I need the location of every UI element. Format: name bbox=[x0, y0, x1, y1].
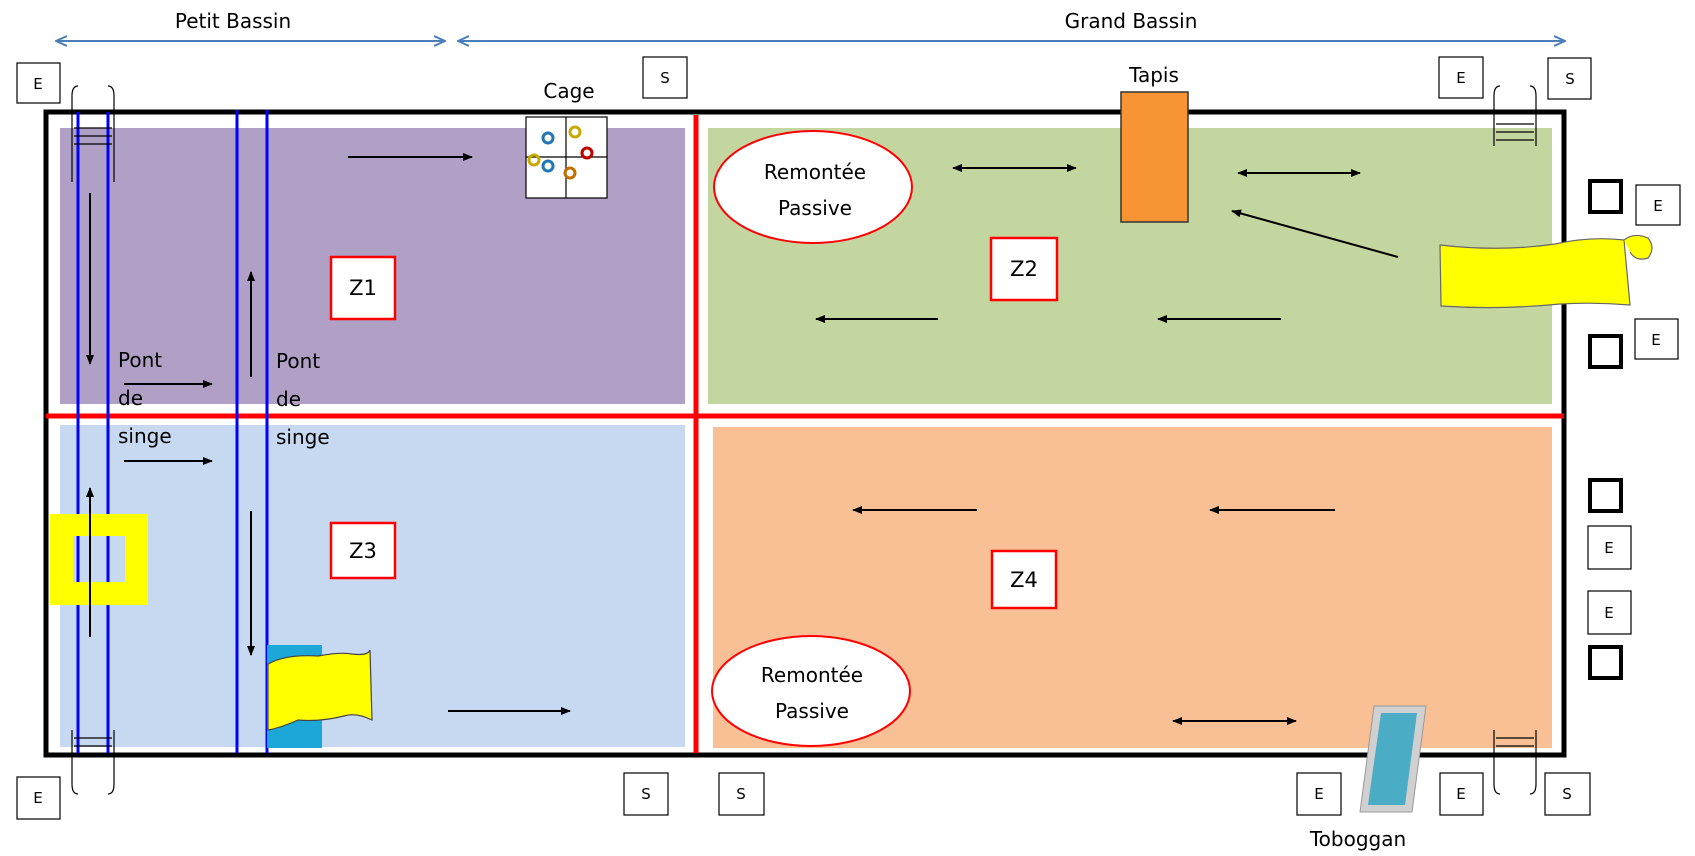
zone-z3-box bbox=[329, 521, 397, 580]
small-pool-label: Petit Bassin bbox=[175, 9, 291, 33]
tapis-label: Tapis bbox=[1128, 63, 1179, 87]
large-pool-label: Grand Bassin bbox=[1065, 9, 1198, 33]
toboggan-slide-surface bbox=[1368, 713, 1417, 805]
ladder-icon bbox=[1493, 85, 1537, 146]
zone-z3-label: Z3 bbox=[349, 539, 377, 563]
passive-ascent-line1: Remontée bbox=[764, 160, 866, 184]
monkey-bridge-word: de bbox=[276, 387, 301, 411]
monkey-bridge-word: Pont bbox=[118, 348, 162, 372]
yellow-banner-roll bbox=[1623, 234, 1653, 260]
zone-z1-label: Z1 bbox=[349, 276, 377, 300]
cage-icon bbox=[525, 116, 608, 199]
zone-z4-label: Z4 bbox=[1010, 568, 1038, 592]
svg-text:S: S bbox=[1562, 785, 1572, 803]
passive-ascent-line1: Remontée bbox=[761, 663, 863, 687]
tapis-mat bbox=[1120, 91, 1189, 223]
empty-square-marker bbox=[1588, 478, 1623, 513]
entry-marker: E bbox=[1587, 525, 1632, 570]
exit-marker: S bbox=[642, 56, 688, 99]
svg-text:S: S bbox=[1565, 70, 1575, 88]
exit-marker: S bbox=[1547, 57, 1592, 100]
svg-text:E: E bbox=[1653, 197, 1662, 215]
entry-marker: E bbox=[16, 62, 61, 104]
monkey-bridge-word: Pont bbox=[276, 349, 320, 373]
svg-text:S: S bbox=[660, 69, 670, 87]
svg-text:S: S bbox=[641, 785, 651, 803]
entry-marker: E bbox=[1635, 184, 1681, 226]
entry-marker: E bbox=[1296, 772, 1342, 816]
svg-text:S: S bbox=[736, 785, 746, 803]
zone-z1-box bbox=[329, 255, 397, 321]
toboggan-label: Toboggan bbox=[1309, 827, 1406, 851]
svg-text:E: E bbox=[1604, 604, 1613, 622]
monkey-bridge-word: singe bbox=[118, 424, 172, 448]
svg-text:E: E bbox=[1651, 331, 1660, 349]
cage-label: Cage bbox=[543, 79, 594, 103]
svg-text:E: E bbox=[1456, 69, 1465, 87]
flow-arrow bbox=[1231, 209, 1399, 258]
entry-marker: E bbox=[16, 776, 61, 820]
svg-text:E: E bbox=[33, 75, 42, 93]
ladder-icon bbox=[71, 85, 115, 182]
passive-ascent-ellipse bbox=[711, 635, 911, 747]
entry-marker: E bbox=[1439, 772, 1484, 816]
passive-ascent-line2: Passive bbox=[778, 196, 852, 220]
svg-text:E: E bbox=[33, 789, 42, 807]
exit-marker: S bbox=[1544, 772, 1591, 816]
svg-text:E: E bbox=[1604, 539, 1613, 557]
exit-marker: S bbox=[623, 772, 669, 816]
zone-z2-label: Z2 bbox=[1010, 257, 1038, 281]
zone-z2-box bbox=[989, 236, 1059, 302]
ladder-icon bbox=[71, 730, 115, 795]
ladder-icon bbox=[1493, 730, 1537, 795]
entry-marker: E bbox=[1587, 590, 1632, 635]
empty-square-marker bbox=[1588, 179, 1623, 214]
entry-marker: E bbox=[1438, 56, 1484, 99]
yellow-float-ring bbox=[50, 514, 148, 605]
monkey-bridge-word: singe bbox=[276, 425, 330, 449]
yellow-float bbox=[267, 649, 373, 731]
exit-marker: S bbox=[718, 772, 765, 816]
empty-square-marker bbox=[1588, 645, 1623, 680]
svg-text:E: E bbox=[1314, 785, 1323, 803]
zone-z4-box bbox=[990, 549, 1058, 610]
entry-marker: E bbox=[1634, 318, 1679, 360]
zone-z3-area bbox=[60, 425, 685, 747]
svg-text:E: E bbox=[1456, 785, 1465, 803]
monkey-bridge-word: de bbox=[118, 386, 143, 410]
passive-ascent-line2: Passive bbox=[775, 699, 849, 723]
passive-ascent-ellipse bbox=[713, 130, 913, 244]
empty-square-marker bbox=[1588, 334, 1623, 369]
yellow-banner-float bbox=[1439, 238, 1631, 309]
